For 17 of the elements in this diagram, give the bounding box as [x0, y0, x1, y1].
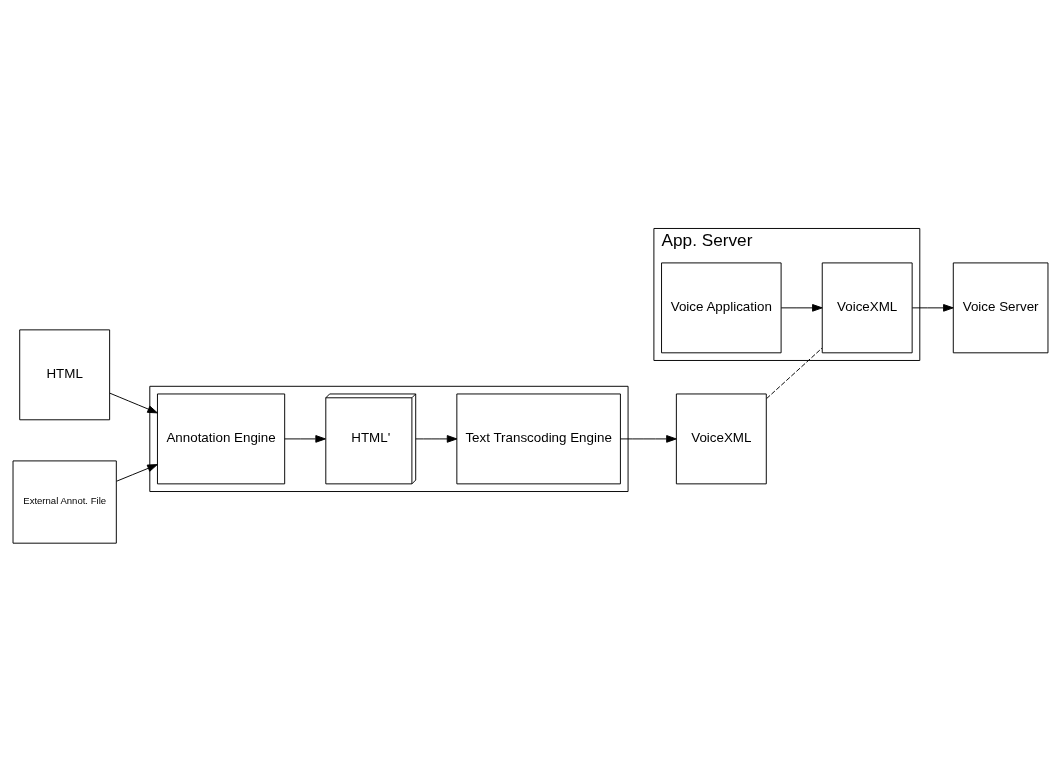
node-box: Voice Server [952, 261, 1049, 353]
arrow [415, 434, 458, 443]
arrow [116, 463, 158, 482]
node-box: External Annot. File [12, 459, 117, 544]
arrow [284, 434, 326, 443]
arrow [620, 434, 677, 443]
node-box: Annotation Engine [157, 392, 286, 484]
arrow [780, 303, 823, 312]
arrow [109, 392, 158, 413]
cluster [149, 385, 629, 492]
node-box: VoiceXML [675, 392, 767, 484]
arrow [911, 303, 954, 312]
node-box: Text Transcoding Engine [456, 392, 621, 484]
node-box: VoiceXML [821, 261, 913, 353]
node-box: Voice Application [661, 261, 782, 353]
node-box: HTML [19, 328, 111, 420]
connector [766, 347, 823, 399]
